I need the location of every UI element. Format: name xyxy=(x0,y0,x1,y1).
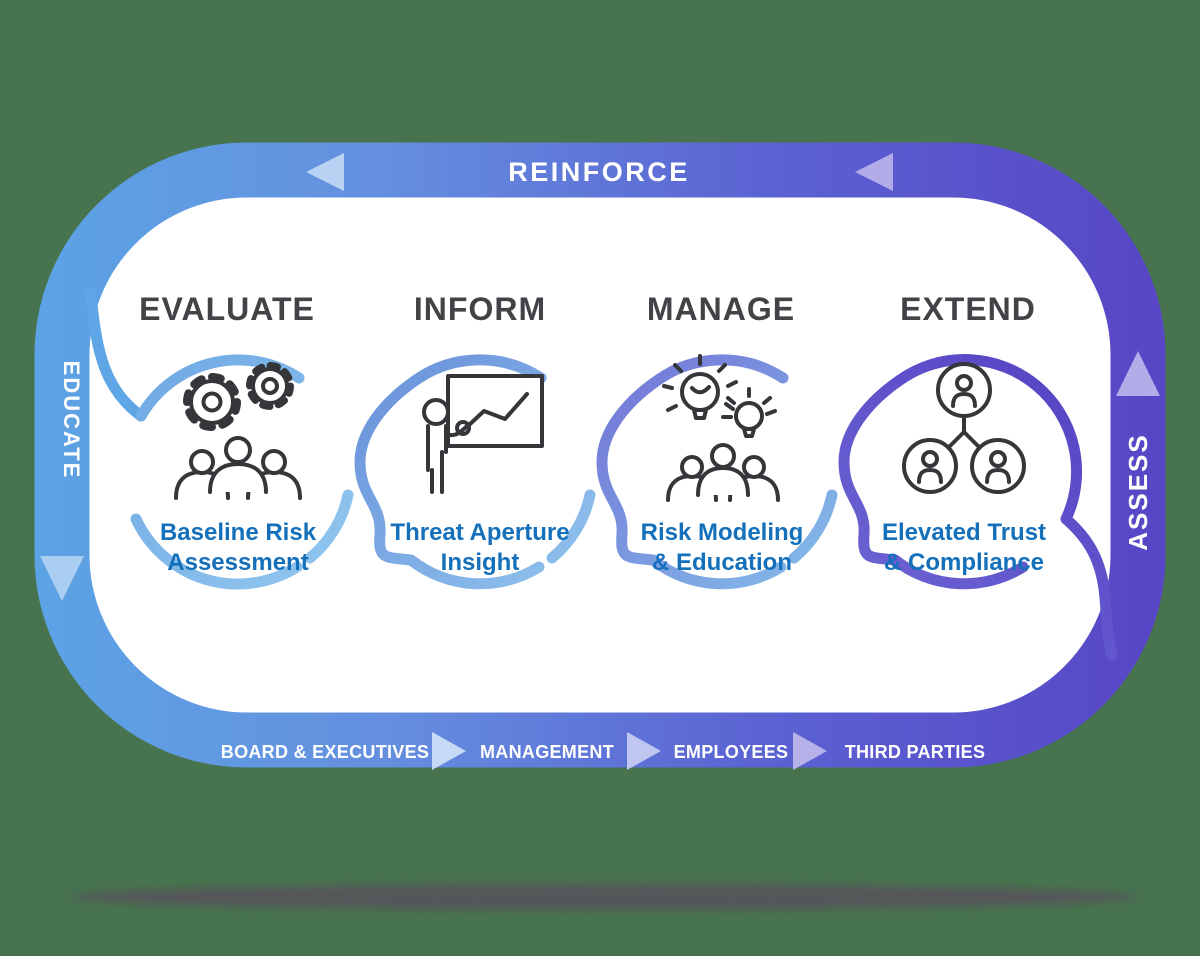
reinforce-left-arrow-icon-2 xyxy=(855,153,893,191)
presenter-chart-icon xyxy=(422,374,544,494)
stage-label-evaluate-2: Assessment xyxy=(167,549,308,576)
stage-rings xyxy=(85,287,1118,661)
educate-down-arrow-icon xyxy=(40,556,84,601)
flow-item-management: MANAGEMENT xyxy=(480,742,614,762)
stage-circle-inform xyxy=(354,354,596,590)
stage-title-manage: MANAGE xyxy=(647,291,795,327)
stage-label-evaluate-1: Baseline Risk xyxy=(160,519,317,546)
ideas-team-icon xyxy=(662,354,780,502)
org-network-icon xyxy=(902,362,1026,494)
ground-shadow xyxy=(71,884,1137,910)
stage-labels: Baseline Risk Assessment Threat Aperture… xyxy=(160,519,1046,576)
stage-circle-manage xyxy=(596,354,838,590)
stage-label-inform-2: Insight xyxy=(441,549,520,576)
flow-item-third-parties: THIRD PARTIES xyxy=(845,742,986,762)
flow-item-board-executives: BOARD & EXECUTIVES xyxy=(221,742,429,762)
stage-circle-extend xyxy=(838,354,1118,661)
flow-right-arrow-icon-1 xyxy=(432,732,466,770)
stage-title-extend: EXTEND xyxy=(900,291,1036,327)
stage-label-manage-1: Risk Modeling xyxy=(641,519,804,546)
stage-label-extend-1: Elevated Trust xyxy=(882,519,1046,546)
gears-team-icon xyxy=(174,362,302,500)
stage-label-manage-2: & Education xyxy=(652,549,792,576)
audience-flow: BOARD & EXECUTIVES MANAGEMENT EMPLOYEES … xyxy=(221,732,986,770)
reinforce-label: REINFORCE xyxy=(508,157,690,187)
stage-title-inform: INFORM xyxy=(414,291,546,327)
assess-label: ASSESS xyxy=(1123,433,1153,551)
stage-label-inform-1: Threat Aperture xyxy=(390,519,569,546)
reinforce-left-arrow-icon xyxy=(306,153,344,191)
flow-item-employees: EMPLOYEES xyxy=(674,742,789,762)
team-silhouettes xyxy=(666,443,780,502)
flow-right-arrow-icon-2 xyxy=(627,732,661,770)
assess-up-arrow-icon xyxy=(1116,351,1160,396)
educate-label: EDUCATE xyxy=(59,361,84,480)
stage-title-evaluate: EVALUATE xyxy=(139,291,315,327)
stage-label-extend-2: & Compliance xyxy=(884,549,1044,576)
flow-right-arrow-icon-3 xyxy=(793,732,827,770)
team-silhouettes xyxy=(174,436,302,500)
